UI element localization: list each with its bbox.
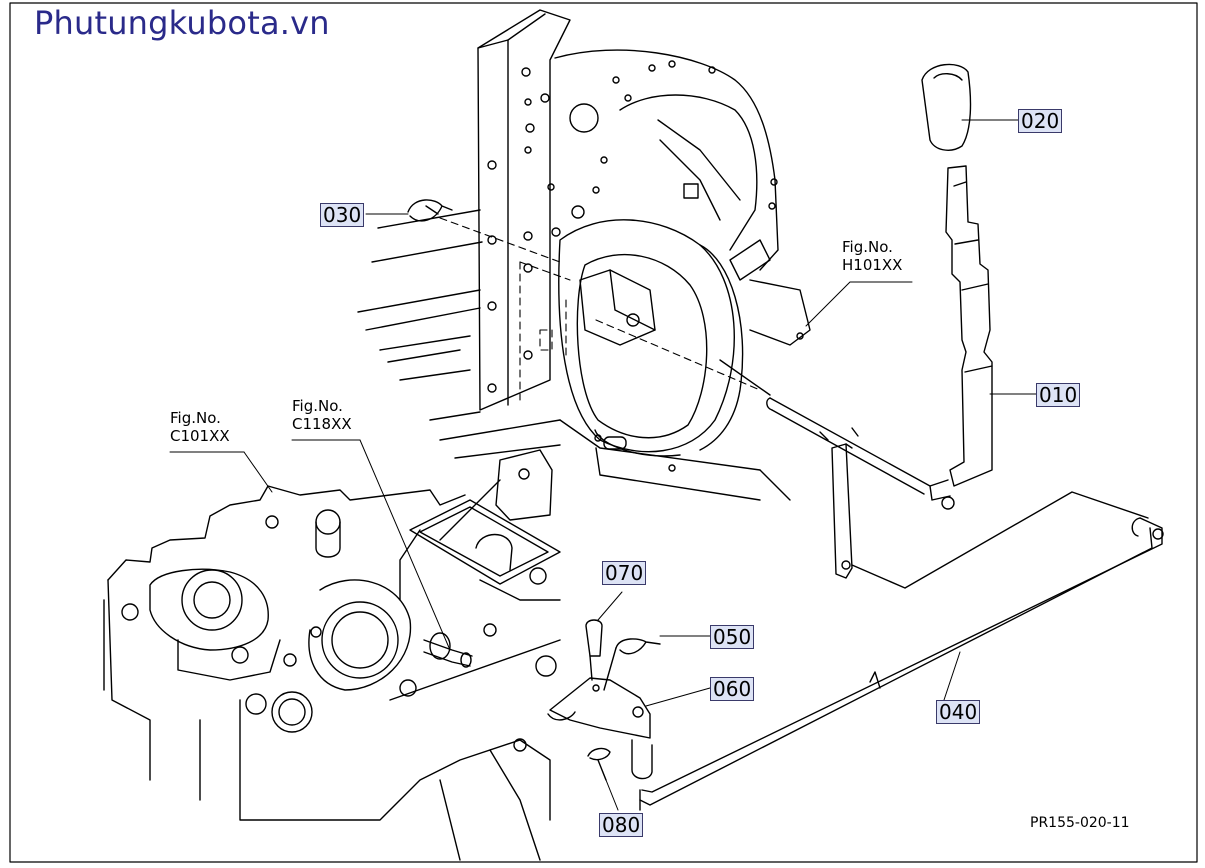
transmission-housing	[103, 449, 561, 861]
figure-ref-h101-line1: Fig.No.	[842, 238, 893, 256]
callout-part-030[interactable]: 030	[320, 203, 365, 227]
figure-ref-c101-line2: C101XX	[170, 427, 230, 445]
callout-part-080[interactable]: 080	[599, 813, 644, 837]
shift-lever	[766, 63, 993, 579]
diagram-code: PR155-020-11	[1030, 815, 1130, 831]
callout-part-050[interactable]: 050	[710, 625, 755, 649]
upright-plate	[477, 9, 571, 411]
figure-ref-h101-line2: H101XX	[842, 256, 903, 274]
shift-arm	[547, 619, 661, 781]
figure-ref-c101[interactable]: Fig.No. C101XX	[170, 409, 230, 445]
site-title[interactable]: Phutungkubota.vn	[34, 4, 330, 42]
callout-part-040[interactable]: 040	[936, 700, 981, 724]
figure-ref-h101[interactable]: Fig.No. H101XX	[842, 238, 902, 274]
frame-rails	[357, 209, 791, 501]
callout-part-010[interactable]: 010	[1036, 383, 1081, 407]
leader-lines	[169, 119, 1037, 811]
callout-part-060[interactable]: 060	[710, 677, 755, 701]
control-rod	[639, 491, 1164, 811]
figure-ref-c118[interactable]: Fig.No. C118XX	[292, 397, 352, 433]
clip-030	[407, 199, 453, 222]
callout-part-020[interactable]: 020	[1018, 109, 1063, 133]
hidden-lines	[439, 217, 761, 401]
figure-ref-c118-line2: C118XX	[292, 415, 352, 433]
lever-bracket	[579, 239, 811, 396]
figure-ref-c118-line1: Fig.No.	[292, 397, 343, 415]
flywheel-housing	[554, 49, 779, 472]
callout-part-070[interactable]: 070	[602, 561, 647, 585]
figure-ref-c101-line1: Fig.No.	[170, 409, 221, 427]
